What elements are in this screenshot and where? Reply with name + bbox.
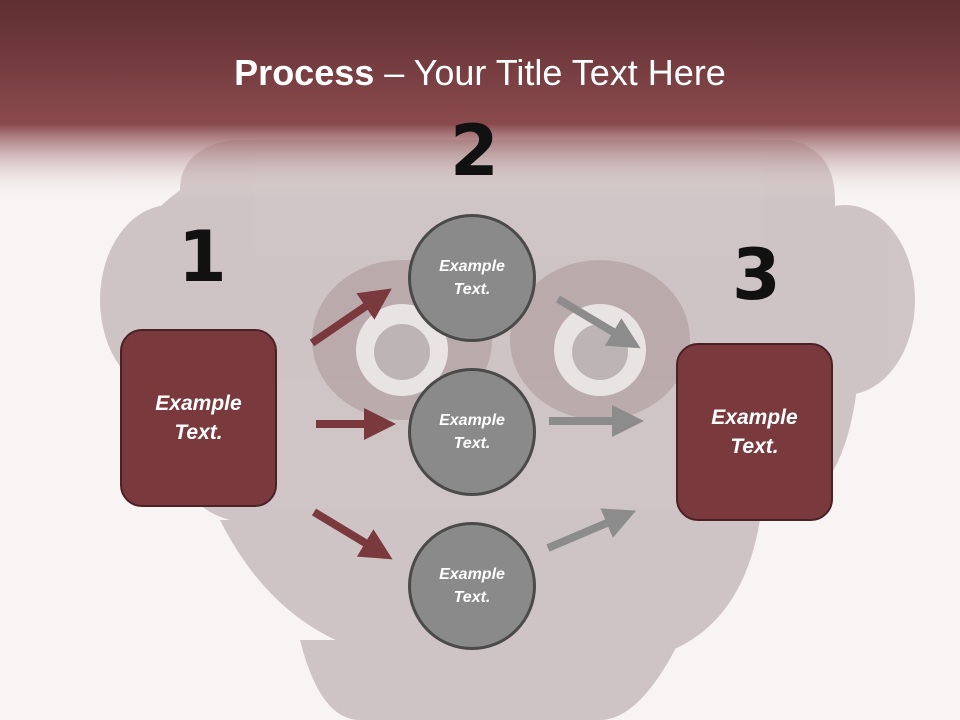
right-box-line2: Text.: [730, 435, 779, 458]
title-bold: Process: [234, 52, 375, 93]
circle-middle-line2: Text.: [453, 435, 491, 452]
step-number-1: 1: [178, 216, 227, 298]
page-title: Process – Your Title Text Here: [0, 52, 960, 94]
right-box-line1: Example: [711, 405, 798, 429]
arrow-top-to-right: [555, 295, 641, 349]
circle-top-line2: Text.: [453, 281, 491, 298]
arrow-left-to-bottom: [311, 508, 393, 560]
circle-middle-line1: Example: [439, 411, 505, 429]
left-box-line1: Example: [155, 391, 242, 415]
arrow-left-to-top: [309, 288, 392, 347]
step-number-3: 3: [732, 234, 781, 316]
circle-top-line1: Example: [439, 257, 505, 275]
circle-bottom-line1: Example: [439, 565, 505, 583]
step-number-2: 2: [450, 110, 499, 192]
circle-bottom-line2: Text.: [453, 589, 491, 606]
title-rest: – Your Title Text Here: [374, 52, 726, 93]
left-box-line2: Text.: [174, 421, 223, 444]
arrow-bottom-to-right: [546, 508, 637, 552]
